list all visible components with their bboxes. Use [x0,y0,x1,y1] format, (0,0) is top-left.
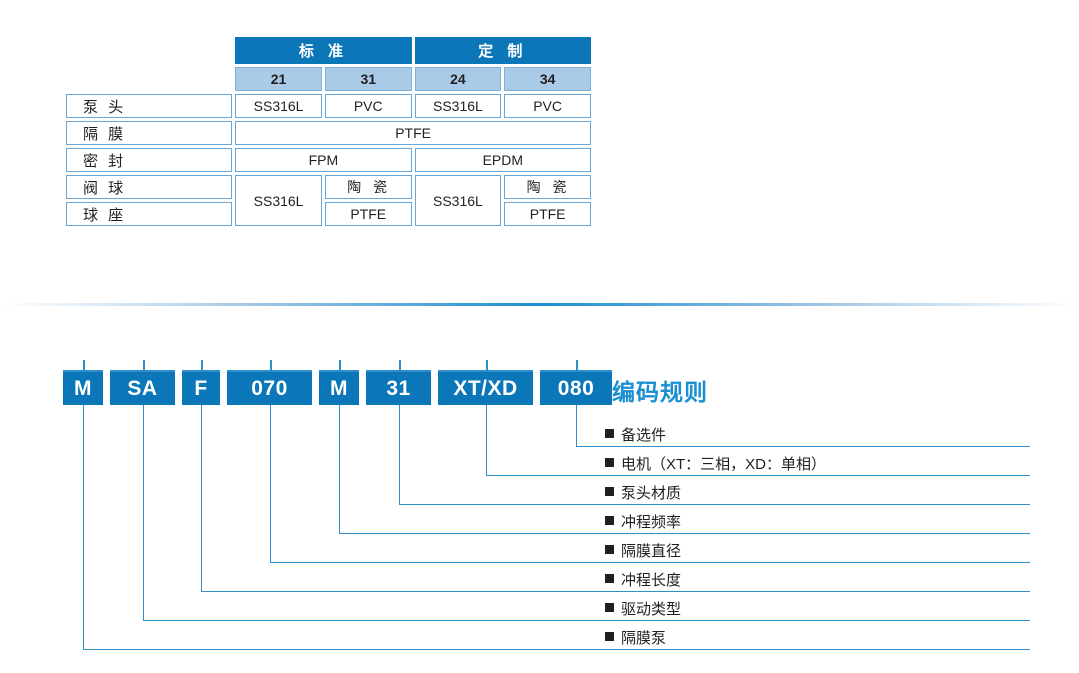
legend-item-6[interactable]: 驱动类型 [605,598,681,619]
code-block-stub-4 [319,370,359,372]
spec-cell-0-2: SS316L [414,94,502,118]
code-block-4[interactable]: M [319,372,359,405]
legend-item-label-1: 电机（XT：三相，XD：单相） [621,456,827,473]
code-block-stub-0 [63,370,103,372]
spec-group-header-1: 定 制 [414,37,591,64]
leader-horizontal-7 [83,649,1030,650]
spec-row-label-3: 阀 球 [66,175,233,199]
spec-column-code-24: 24 [414,67,502,91]
code-block-stub-5 [366,370,431,372]
leader-vertical-1 [486,405,487,475]
legend-item-0[interactable]: 备选件 [605,424,666,445]
spec-cell-4-1: PTFE [504,202,591,226]
legend-item-1[interactable]: 电机（XT：三相，XD：单相） [605,453,826,474]
spec-row-label-2: 密 封 [66,148,233,172]
code-block-2[interactable]: F [182,372,220,405]
legend-item-label-4: 隔膜直径 [621,543,682,560]
spec-cell-4-0: PTFE [324,202,412,226]
leader-vertical-2 [399,405,400,504]
spec-column-code-31: 31 [324,67,412,91]
spec-cell-3-2: SS316L [414,175,502,226]
spec-row-label-1: 隔 膜 [66,121,233,145]
square-bullet-icon [605,574,614,583]
spec-cell-1-0: PTFE [235,121,591,145]
leader-horizontal-4 [270,562,1030,563]
section-divider [0,303,1079,306]
square-bullet-icon [605,516,614,525]
legend-item-5[interactable]: 冲程长度 [605,569,681,590]
spec-cell-3-1: 陶 瓷 [324,175,412,199]
legend-item-label-3: 冲程频率 [621,514,682,531]
spec-cell-2-0: FPM [235,148,412,172]
legend-item-4[interactable]: 隔膜直径 [605,540,681,561]
spec-cell-0-3: PVC [504,94,591,118]
leader-vertical-6 [143,405,144,620]
spec-cell-3-0: SS316L [235,175,322,226]
code-block-stub-1 [110,370,175,372]
spec-table-corner-cell-2 [66,67,232,91]
leader-horizontal-1 [486,475,1030,476]
legend-item-label-0: 备选件 [621,427,667,444]
leader-horizontal-6 [143,620,1030,621]
legend-item-label-6: 驱动类型 [621,601,682,618]
spec-cell-0-0: SS316L [235,94,322,118]
legend-item-label-5: 冲程长度 [621,572,682,589]
square-bullet-icon [605,458,614,467]
code-block-stub-2 [182,370,220,372]
spec-table-corner-cell [66,37,232,64]
square-bullet-icon [605,603,614,612]
leader-horizontal-0 [576,446,1030,447]
spec-table-group-header-row: 标 准定 制 [66,37,591,64]
coding-rule-title: 编码规则 [612,379,708,405]
spec-row-label-0: 泵 头 [66,94,233,118]
leader-vertical-4 [270,405,271,562]
legend-item-7[interactable]: 隔膜泵 [605,627,666,648]
leader-horizontal-5 [201,591,1030,592]
square-bullet-icon [605,429,614,438]
legend-item-2[interactable]: 泵头材质 [605,482,681,503]
spec-cell-0-1: PVC [324,94,412,118]
code-block-3[interactable]: 070 [227,372,312,405]
legend-item-3[interactable]: 冲程频率 [605,511,681,532]
code-block-7[interactable]: 080 [540,372,612,405]
spec-cell-3-3: 陶 瓷 [504,175,591,199]
spec-column-code-34: 34 [504,67,591,91]
spec-column-code-21: 21 [235,67,322,91]
code-block-5[interactable]: 31 [366,372,431,405]
leader-vertical-7 [83,405,84,649]
code-block-6[interactable]: XT/XD [438,372,533,405]
code-block-1[interactable]: SA [110,372,175,405]
square-bullet-icon [605,545,614,554]
square-bullet-icon [605,632,614,641]
leader-horizontal-2 [399,504,1030,505]
code-block-stub-3 [227,370,312,372]
square-bullet-icon [605,487,614,496]
code-block-stub-7 [540,370,612,372]
legend-item-label-7: 隔膜泵 [621,630,667,647]
leader-vertical-3 [339,405,340,533]
spec-row-label-4: 球 座 [66,202,233,226]
code-block-0[interactable]: M [63,372,103,405]
leader-vertical-0 [576,405,577,446]
leader-horizontal-3 [339,533,1030,534]
leader-vertical-5 [201,405,202,591]
code-block-stub-6 [438,370,533,372]
table-row: 球 座 PTFE PTFE [66,202,591,226]
spec-cell-2-1: EPDM [414,148,591,172]
spec-group-header-0: 标 准 [235,37,412,64]
legend-item-label-2: 泵头材质 [621,485,682,502]
